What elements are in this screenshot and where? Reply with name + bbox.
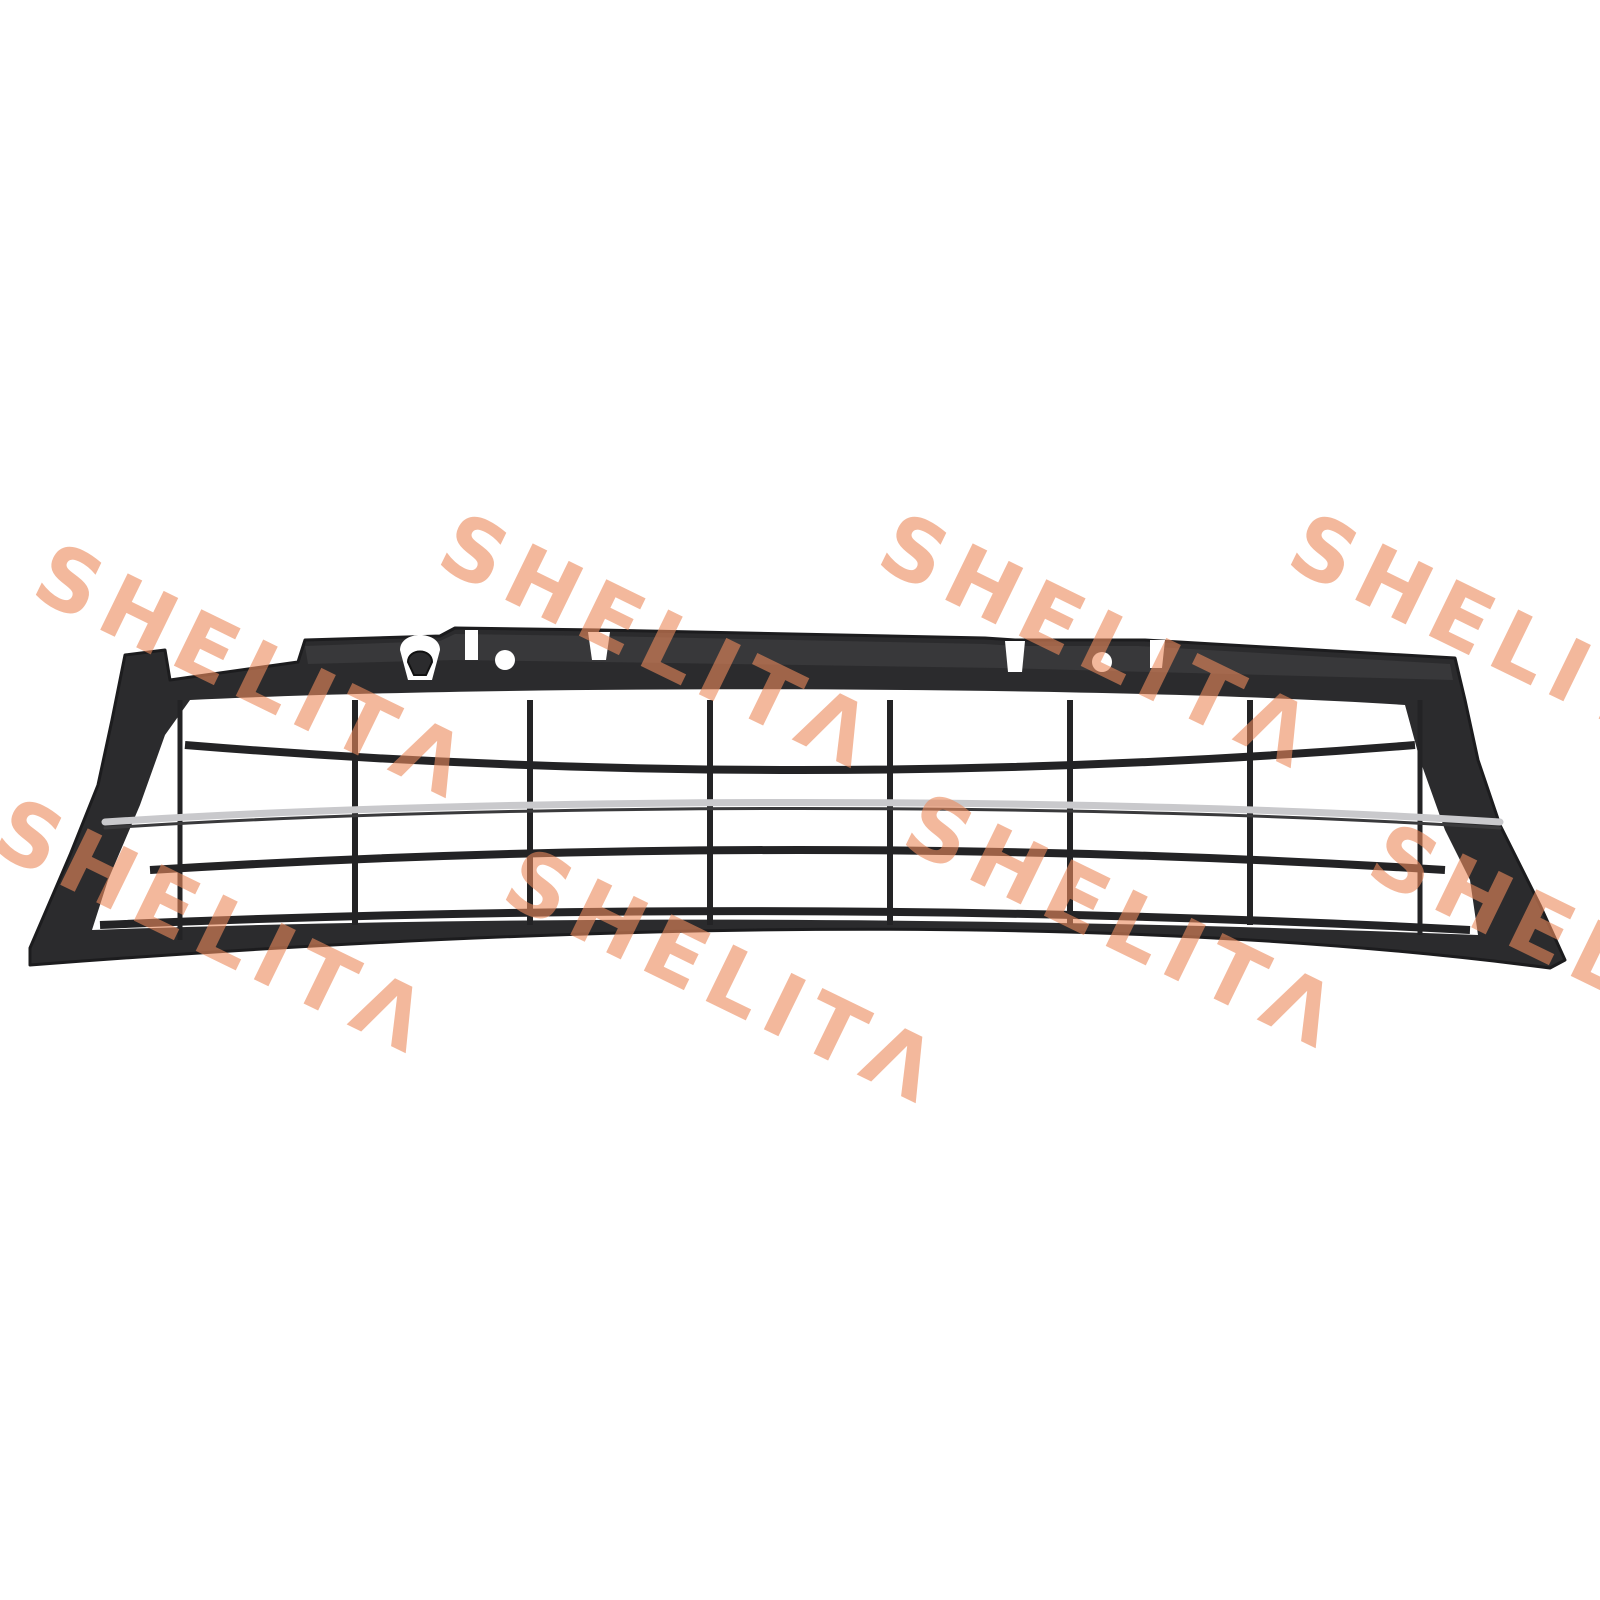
grille-opening xyxy=(92,689,1478,935)
mounting-notch xyxy=(465,630,478,660)
mounting-notch xyxy=(588,632,610,660)
chrome-trim-strip xyxy=(101,799,1504,826)
grille-mesh xyxy=(99,700,1471,940)
mounting-hole xyxy=(495,650,515,670)
chrome-trim-shadow xyxy=(103,807,1502,830)
mounting-slot xyxy=(406,650,434,676)
horizontal-bar xyxy=(184,741,1416,774)
mounting-hole xyxy=(1092,652,1112,672)
horizontal-bar xyxy=(99,907,1471,934)
grille-part xyxy=(28,626,1567,970)
mounting-notch xyxy=(1005,641,1025,672)
mounting-notch xyxy=(1150,640,1165,668)
mounting-features xyxy=(400,630,1165,680)
horizontal-bar xyxy=(149,846,1446,874)
